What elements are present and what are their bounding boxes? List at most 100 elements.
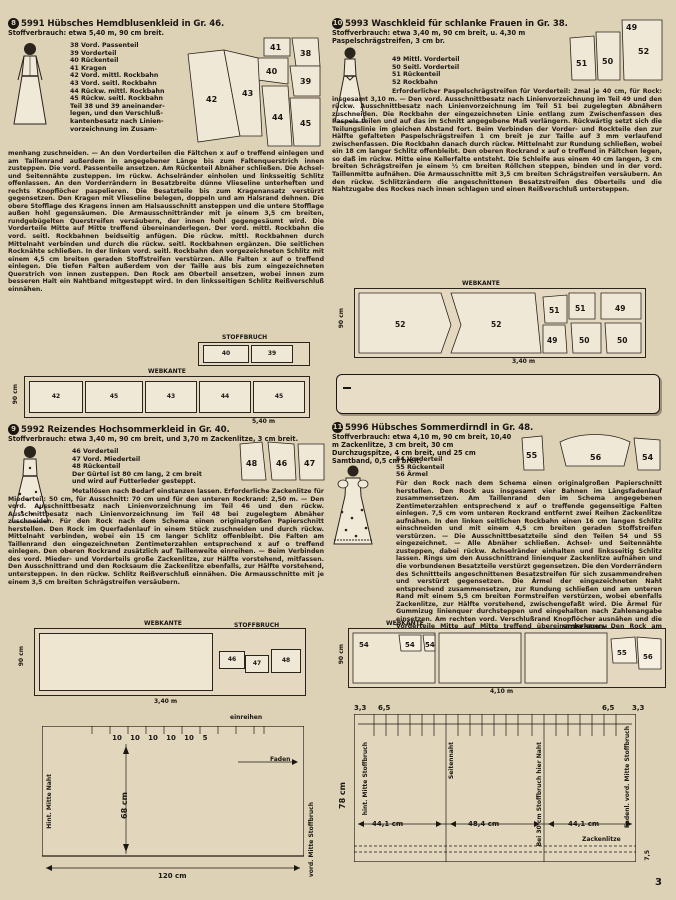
svg-text:52: 52 bbox=[395, 320, 405, 329]
page-number: 3 bbox=[655, 877, 662, 888]
parts-list: 46 Vorderteil 47 Vord. Miederteil 48 Rüc… bbox=[72, 448, 202, 486]
instructions-text: menhang zuschneiden. — An den Vorderteil… bbox=[8, 150, 324, 293]
svg-text:40: 40 bbox=[266, 67, 278, 76]
trim-label: Zackenlitze bbox=[582, 836, 621, 843]
layout-strip-main: 42 45 43 44 45 bbox=[24, 376, 310, 418]
ad-text bbox=[337, 375, 659, 399]
piece-47: 47 bbox=[245, 655, 269, 673]
svg-text:52: 52 bbox=[491, 320, 501, 329]
schema-width-3: 44,1 cm bbox=[568, 820, 600, 828]
section-number-badge: 11 bbox=[332, 422, 343, 433]
selvage-label: WEBKANTE bbox=[148, 368, 186, 375]
svg-text:38: 38 bbox=[300, 49, 312, 58]
schema-width-2: 48,4 cm bbox=[468, 820, 500, 828]
piece-42: 42 bbox=[29, 381, 83, 413]
pattern-pieces-5993: 51 50 52 49 bbox=[568, 18, 664, 84]
svg-text:54: 54 bbox=[425, 641, 435, 649]
skirt-schema-5992: einreihen bbox=[8, 714, 328, 894]
dress-sketch-5991 bbox=[8, 40, 52, 130]
schema-height: 68 cm bbox=[120, 792, 129, 819]
schema-height: 78 cm bbox=[338, 782, 347, 809]
schema-top-marks: 3,3 6,5 6,5 3,3 bbox=[354, 704, 645, 712]
svg-text:49: 49 bbox=[626, 23, 638, 32]
svg-text:41: 41 bbox=[270, 43, 282, 52]
pattern-pieces-5992: 48 46 47 bbox=[238, 440, 326, 484]
grain-label: Faden bbox=[270, 756, 291, 763]
layout-width: 3,40 m bbox=[154, 698, 178, 705]
piece-43: 43 bbox=[145, 381, 197, 413]
layout-height: 90 cm bbox=[338, 308, 345, 329]
fabric-requirement: Stoffverbrauch: etwa 4,10 m, 90 cm breit… bbox=[332, 433, 512, 465]
trim-offset: 7,5 bbox=[644, 850, 651, 861]
layout-width: 3,40 m bbox=[512, 358, 536, 365]
svg-text:47: 47 bbox=[304, 459, 315, 468]
svg-text:46: 46 bbox=[276, 459, 288, 468]
schema-left-label: Hint. Mitte Naht bbox=[46, 774, 53, 829]
svg-text:50: 50 bbox=[617, 336, 627, 345]
fabric-requirement: Stoffverbrauch: etwa 5,40 m, 90 cm breit… bbox=[8, 29, 165, 37]
piece-45: 45 bbox=[85, 381, 143, 413]
svg-text:56: 56 bbox=[590, 453, 602, 462]
fold-label: STOFFBRUCH bbox=[222, 334, 268, 341]
schema-frame bbox=[353, 713, 637, 863]
selvage-label: WEBKANTE bbox=[462, 280, 500, 287]
cutting-layout-5996: WEBKANTE STOFFBRUCH bbox=[332, 620, 666, 698]
dirndl-sketch-5996 bbox=[332, 464, 374, 550]
section-number-badge: 8 bbox=[8, 18, 19, 29]
parts-list: 49 Mittl. Vorderteil 50 Seitl. Vordertei… bbox=[392, 56, 460, 86]
schema-mid-label-2: Bei 30 cm Stoffbruch hier Naht bbox=[536, 742, 543, 847]
svg-text:51: 51 bbox=[576, 59, 588, 68]
piece-48: 48 bbox=[271, 649, 301, 673]
piece-45b: 45 bbox=[253, 381, 305, 413]
cutting-layout-5991: STOFFBRUCH 40 39 WEBKANTE 42 45 43 44 45… bbox=[8, 334, 328, 425]
schema-width-1: 44,1 cm bbox=[372, 820, 404, 828]
svg-text:45: 45 bbox=[300, 119, 312, 128]
svg-text:42: 42 bbox=[206, 95, 217, 104]
svg-text:50: 50 bbox=[602, 57, 614, 66]
schema-right-label: vord. Mitte Stoffbruch bbox=[308, 802, 315, 878]
svg-text:43: 43 bbox=[242, 89, 253, 98]
svg-text:54: 54 bbox=[359, 641, 369, 649]
piece-40: 40 bbox=[203, 345, 249, 363]
svg-text:52: 52 bbox=[638, 47, 649, 56]
fold-label: STOFFBRUCH bbox=[562, 624, 607, 631]
piece-46: 46 bbox=[219, 651, 245, 669]
cutting-layout-5992: WEBKANTE 46 47 48 STOFFBRUCH 90 cm 3,40 … bbox=[8, 620, 328, 710]
layout-rect: 46 47 48 bbox=[34, 628, 306, 696]
layout-width: 5,40 m bbox=[252, 418, 276, 425]
piece-44: 44 bbox=[199, 381, 251, 413]
svg-text:55: 55 bbox=[617, 649, 627, 657]
svg-text:39: 39 bbox=[300, 77, 312, 86]
svg-text:54: 54 bbox=[405, 641, 415, 649]
instructions-text: Metallösen nach Bedarf einstanzen lassen… bbox=[8, 488, 324, 586]
brand-logo bbox=[343, 387, 351, 389]
svg-text:48: 48 bbox=[246, 459, 258, 468]
svg-text:51: 51 bbox=[549, 306, 559, 315]
svg-text:50: 50 bbox=[579, 336, 589, 345]
section-number-badge: 10 bbox=[332, 18, 343, 29]
layout-height: 90 cm bbox=[18, 646, 25, 667]
layout-height: 90 cm bbox=[338, 644, 345, 665]
layout-strip-top: 40 39 bbox=[198, 342, 310, 366]
selvage-label: WEBKANTE bbox=[144, 620, 182, 627]
dress-sketch-5992 bbox=[8, 444, 52, 528]
skirt-panel bbox=[39, 633, 213, 691]
selvage-label: WEBKANTE bbox=[386, 620, 424, 627]
schema-frame bbox=[41, 725, 305, 876]
schema-mid-label-1: Seitennaht bbox=[448, 742, 455, 780]
parts-list: 38 Vord. Passenteil 39 Vorderteil 40 Rüc… bbox=[70, 42, 165, 133]
svg-text:49: 49 bbox=[547, 336, 557, 345]
fabric-requirement: Stoffverbrauch: etwa 3,40 m, 90 cm breit… bbox=[8, 435, 299, 443]
dress-sketch-5993 bbox=[332, 46, 368, 126]
